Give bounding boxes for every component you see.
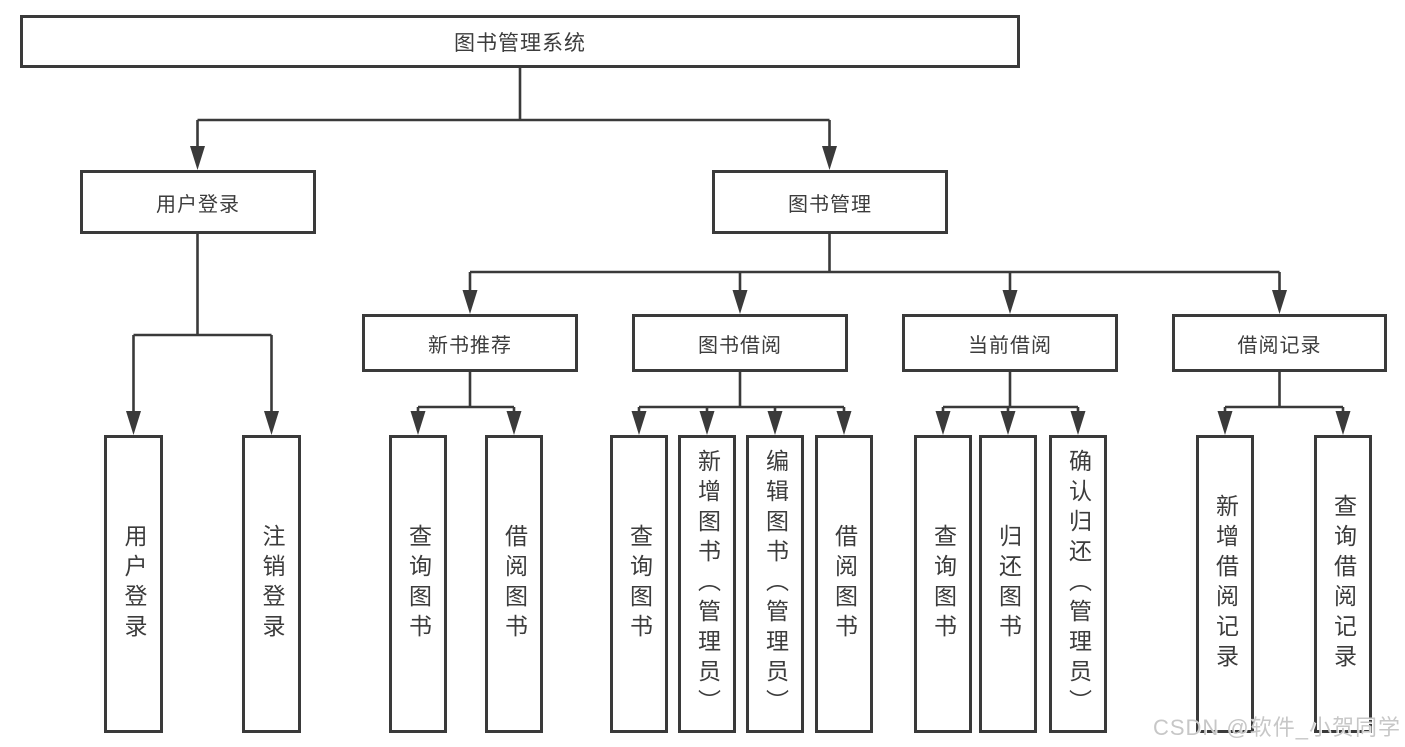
leaf-query-borrow-record: 查询借阅记录 (1314, 435, 1372, 733)
leaf-label: 查询图书 (930, 524, 957, 644)
leaf-label: 查询借阅记录 (1330, 494, 1357, 674)
leaf-label: 归还图书 (995, 524, 1022, 644)
leaf-return-books: 归还图书 (979, 435, 1037, 733)
node-label: 新书推荐 (428, 334, 512, 357)
leaf-query-books-current: 查询图书 (914, 435, 972, 733)
node-label: 图书借阅 (698, 334, 782, 357)
node-label: 用户登录 (156, 193, 240, 216)
node-current-borrowing: 当前借阅 (902, 314, 1118, 372)
leaf-label: 新增图书（管理员） (694, 449, 721, 719)
leaf-label: 查询图书 (626, 524, 653, 644)
node-label: 图书管理 (788, 193, 872, 216)
node-label: 当前借阅 (968, 334, 1052, 357)
watermark: CSDN @软件_小贺同学 (1152, 715, 1401, 740)
leaf-label: 借阅图书 (831, 524, 858, 644)
leaf-label: 查询图书 (405, 524, 432, 644)
leaf-query-books-borrow: 查询图书 (610, 435, 668, 733)
node-label: 借阅记录 (1237, 334, 1322, 357)
leaf-label: 新增借阅记录 (1212, 494, 1239, 674)
node-library-management-system: 图书管理系统 (20, 15, 1020, 68)
node-book-borrowing: 图书借阅 (632, 314, 848, 372)
leaf-user-login: 用户登录 (104, 435, 163, 733)
leaf-edit-books-admin: 编辑图书（管理员） (746, 435, 804, 733)
leaf-label: 确认归还（管理员） (1065, 449, 1092, 719)
node-book-management: 图书管理 (712, 170, 948, 234)
leaf-label: 编辑图书（管理员） (762, 449, 789, 719)
leaf-label: 用户登录 (121, 524, 147, 644)
leaf-label: 注销登录 (259, 524, 285, 644)
leaf-borrow-books-borrow: 借阅图书 (815, 435, 873, 733)
node-new-book-recommend: 新书推荐 (362, 314, 578, 372)
leaf-logout: 注销登录 (242, 435, 301, 733)
leaf-borrow-books-newbook: 借阅图书 (485, 435, 543, 733)
leaf-add-books-admin: 新增图书（管理员） (678, 435, 736, 733)
leaf-confirm-return-admin: 确认归还（管理员） (1049, 435, 1107, 733)
leaf-label: 借阅图书 (501, 524, 528, 644)
node-label: 图书管理系统 (454, 31, 586, 55)
leaf-query-books-newbook: 查询图书 (389, 435, 447, 733)
node-user-login: 用户登录 (80, 170, 316, 234)
node-borrowing-records: 借阅记录 (1172, 314, 1387, 372)
leaf-add-borrow-record: 新增借阅记录 (1196, 435, 1254, 733)
